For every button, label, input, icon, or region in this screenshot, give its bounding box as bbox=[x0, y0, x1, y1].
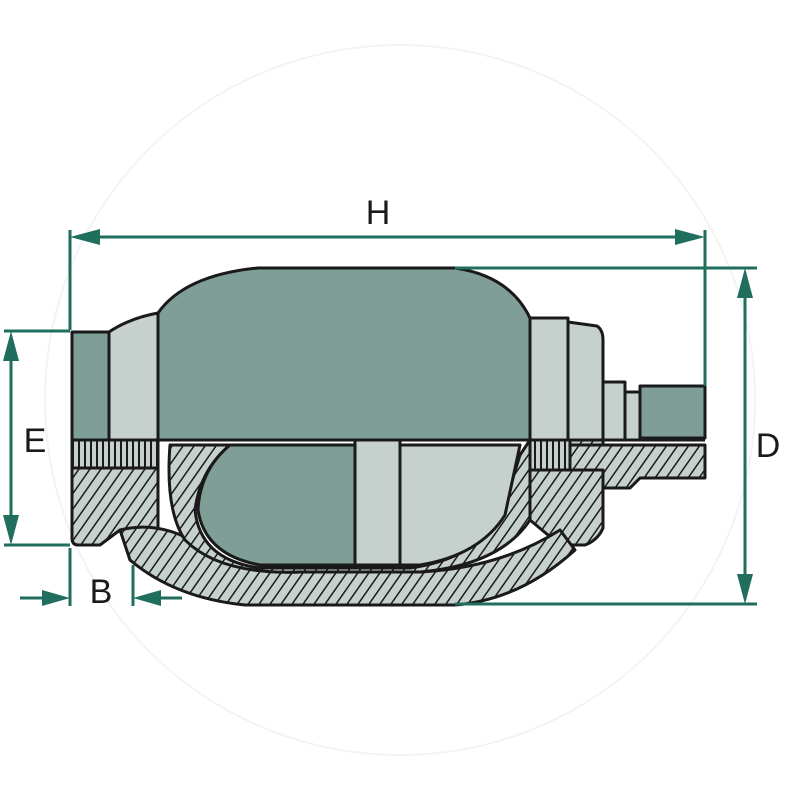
background-circle bbox=[44, 44, 756, 756]
label-b: B bbox=[90, 573, 113, 611]
label-d: D bbox=[756, 427, 781, 465]
thread-right bbox=[528, 438, 572, 472]
valve-body bbox=[601, 380, 627, 442]
valve-stem bbox=[623, 390, 642, 442]
right-collar bbox=[528, 316, 570, 442]
e-arrow-bottom bbox=[3, 515, 19, 545]
valve-section bbox=[568, 443, 707, 490]
body bbox=[70, 266, 707, 607]
bladder bbox=[167, 438, 532, 574]
gas-chamber bbox=[196, 443, 357, 567]
valve-nipple bbox=[638, 384, 707, 440]
left-nut bbox=[70, 330, 111, 442]
fluid-chamber bbox=[398, 443, 522, 567]
dimension-lines bbox=[3, 229, 757, 606]
d-arrow-top bbox=[737, 268, 753, 298]
label-e: E bbox=[24, 422, 47, 460]
center-post bbox=[353, 438, 402, 567]
b-arrow-right bbox=[133, 590, 161, 606]
h-arrow-right bbox=[675, 229, 705, 245]
label-h: H bbox=[366, 194, 391, 232]
d-arrow-bottom bbox=[737, 574, 753, 604]
thread-left bbox=[70, 438, 160, 470]
left-collar bbox=[107, 311, 160, 442]
b-arrow-left bbox=[42, 590, 70, 606]
right-nut bbox=[566, 320, 605, 442]
e-arrow-top bbox=[3, 331, 19, 361]
h-arrow-left bbox=[70, 229, 100, 245]
upper-shell bbox=[156, 266, 532, 442]
